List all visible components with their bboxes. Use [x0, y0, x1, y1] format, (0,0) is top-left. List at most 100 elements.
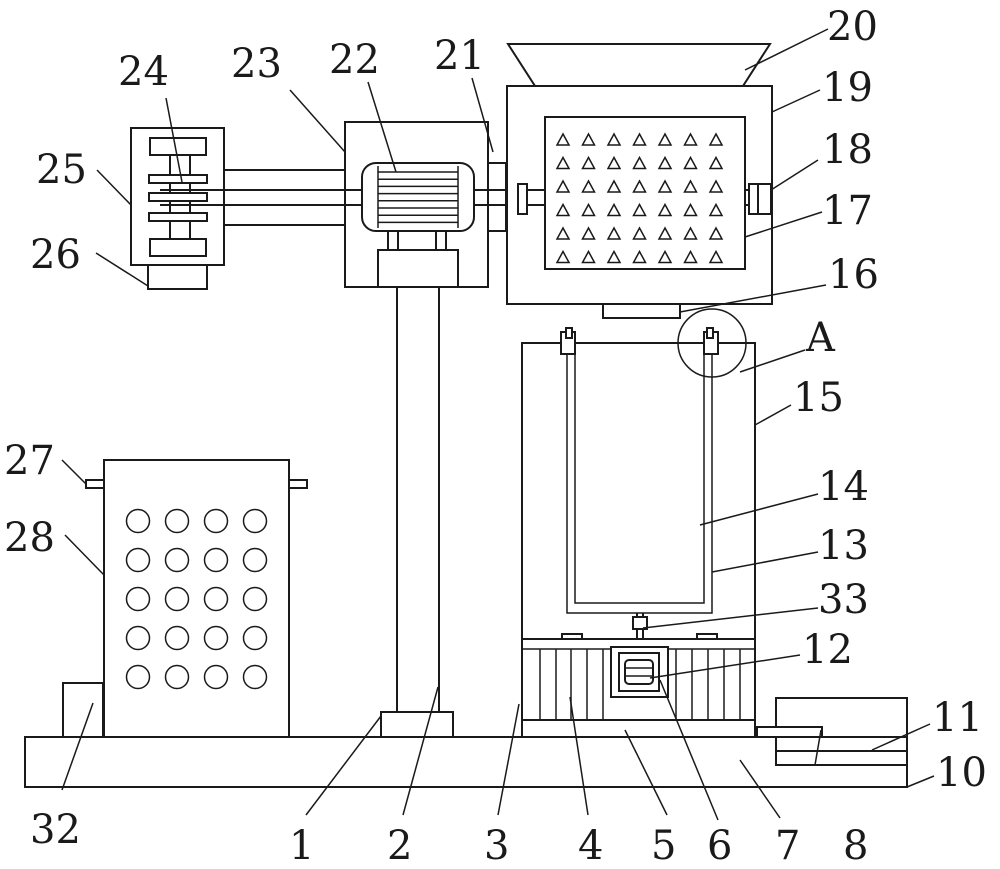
tooth [555, 249, 571, 264]
screen-hole [242, 508, 268, 534]
label-4: 4 [578, 823, 603, 869]
tooth [606, 202, 622, 217]
tooth [581, 155, 596, 170]
column-foot [380, 711, 454, 738]
tooth [581, 132, 596, 146]
bearing-left [517, 183, 528, 215]
detail-circle-a [677, 308, 747, 378]
screen-hole [203, 625, 229, 651]
label-22: 22 [329, 37, 380, 83]
label-6: 6 [707, 823, 732, 869]
tooth [581, 179, 596, 193]
control-drawer [775, 736, 908, 752]
hook-pin [706, 327, 714, 339]
gear-disc [148, 174, 208, 184]
label-14: 14 [818, 464, 869, 510]
tooth [657, 202, 673, 217]
inner-basket-outer [566, 343, 713, 614]
tooth [606, 179, 622, 193]
tooth [632, 179, 647, 193]
label-25: 25 [36, 147, 87, 193]
screen-hole [164, 625, 190, 651]
gearbox-foot [147, 264, 208, 290]
label-8: 8 [843, 823, 868, 869]
label-16: 16 [828, 252, 879, 298]
base-plate [24, 736, 908, 788]
tooth [683, 202, 698, 217]
label-5: 5 [651, 823, 676, 869]
label-28: 28 [4, 515, 55, 561]
label-19: 19 [822, 65, 873, 111]
screen-holes [125, 508, 268, 690]
lug-left [85, 479, 105, 489]
tooth [606, 249, 622, 264]
label-18: 18 [822, 127, 873, 173]
tooth [632, 202, 647, 217]
motor-leg-left [387, 229, 399, 251]
tooth [708, 226, 724, 240]
bearing-cap [757, 183, 772, 215]
label-15: 15 [793, 375, 844, 421]
screen-hole [242, 547, 268, 573]
screen-hole [125, 586, 151, 612]
screen-hole [164, 508, 190, 534]
tooth [708, 249, 724, 264]
label-17: 17 [822, 188, 873, 234]
screen-hole [203, 508, 229, 534]
gear-disc [148, 212, 208, 222]
screen-hole [164, 586, 190, 612]
outlet [602, 303, 681, 319]
label-27: 27 [4, 438, 55, 484]
inner-basket-inner [574, 343, 705, 604]
bearing-right [748, 183, 759, 215]
tooth [708, 202, 724, 217]
label-3: 3 [484, 823, 509, 869]
lug-right [288, 479, 308, 489]
gear-block [149, 238, 207, 257]
screen-hole [242, 586, 268, 612]
leader-lines [61, 28, 935, 821]
tooth [708, 132, 724, 146]
label-20: 20 [827, 4, 878, 50]
screen-hole [125, 625, 151, 651]
tooth [683, 155, 698, 170]
crushing-roller [544, 116, 746, 270]
tooth [683, 179, 698, 193]
screen-hole [203, 586, 229, 612]
gear-block [149, 137, 207, 156]
tooth [657, 249, 673, 264]
coupling [487, 162, 507, 232]
screen-hole [203, 547, 229, 573]
collection-tank [521, 342, 756, 640]
label-a: A [805, 315, 836, 361]
tooth [555, 202, 571, 217]
screen-hole [125, 547, 151, 573]
tooth [657, 226, 673, 240]
control-drawer [775, 750, 908, 766]
tooth [581, 226, 596, 240]
label-12: 12 [802, 627, 853, 673]
screen-hole [125, 508, 151, 534]
tooth [606, 226, 622, 240]
label-10: 10 [936, 750, 987, 796]
tooth [632, 249, 647, 264]
screen-hole [242, 664, 268, 690]
tooth [581, 202, 596, 217]
tooth [683, 249, 698, 264]
label-33: 33 [818, 577, 869, 623]
label-2: 2 [387, 823, 412, 869]
small-motor-core [624, 659, 654, 685]
screen-hole [164, 664, 190, 690]
tooth [606, 155, 622, 170]
column-pole [396, 286, 440, 713]
gear-disc [148, 192, 208, 202]
tooth [581, 249, 596, 264]
tooth [708, 179, 724, 193]
label-24: 24 [118, 49, 169, 95]
screen-hole [242, 625, 268, 651]
label-1: 1 [289, 823, 314, 869]
screen-hole [203, 664, 229, 690]
tooth [632, 226, 647, 240]
